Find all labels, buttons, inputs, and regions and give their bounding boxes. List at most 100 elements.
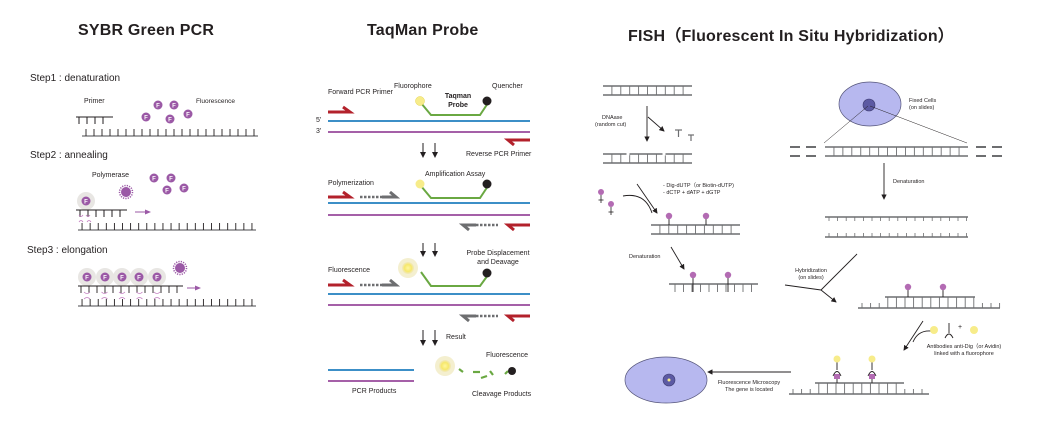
sybr-dye-intercalation [83,291,91,300]
fish-microscopy-line2: The gene is located [724,386,773,393]
antibody-icon [867,371,877,377]
fish-dig-line1: - Dig-dUTP（or Biotin-dUTP) [663,183,734,189]
fluor-glyph: F [155,275,159,281]
fish-denature-arrow-left [670,246,685,270]
taqman-probe [420,102,489,116]
extension-arrowhead [382,190,401,199]
fluorophore-icon [439,360,451,372]
sybr-dye-intercalation [118,291,126,300]
cleavage-fragments [458,368,509,380]
taqman-fluorescence-result-label: Fluorescence [486,352,529,359]
fluor-glyph: F [169,176,173,182]
fish-hybridization-label: Hybridization (on slides) [788,268,834,282]
taqman-displacement-label: Probe Displacement and Deavage [462,250,534,268]
fish-incorporation-curve [622,194,653,214]
taqman-probe [420,271,489,287]
fish-hybridization-line2: (on slides) [798,274,824,281]
fish-gene-signal [667,378,671,382]
fish-fixed-cells-line2: (on slides) [909,104,935,111]
reverse-primer-arrow [503,138,530,147]
dig-label-icon [904,283,912,291]
fluorophore-icon [833,355,841,363]
fish-antibody-curve [912,330,932,343]
extension-arrowhead [382,278,401,287]
dig-label-icon [869,374,875,379]
fish-labeled-ssdna-probe [669,271,758,292]
fluor-dye-icon [149,173,159,183]
reverse-primer-arrow [503,314,530,323]
fish-target-ssdna [825,216,968,238]
fish-antibodies-label: Antibodies anti-Dig（or Avidin) linked wi… [914,344,1014,358]
fish-dsdna-probe-source [603,85,692,96]
sybr-polymerase-icon-3 [172,260,188,276]
taqman-result-label: Result [446,334,466,341]
fluorophore-icon [868,355,876,363]
sybr-dye-intercalation [78,214,92,223]
fish-incorporation-arrow [636,183,658,214]
fluor-glyph: F [120,275,124,281]
fluor-glyph: F [137,275,141,281]
taqman-probe [420,185,489,199]
sybr-elongated-strand [78,285,183,300]
taqman-stage1 [328,96,530,158]
taqman-stage2 [328,179,530,257]
quencher-icon [482,179,492,189]
quencher-icon [482,96,492,106]
taqman-stage3 [328,258,530,346]
fish-nucleus [862,98,876,112]
fish-denaturation-right-label: Denaturation [893,179,925,185]
fish-antibodies-line1: Antibodies anti-Dig（or Avidin) [926,344,1002,350]
fish-zoom-line [823,105,869,144]
fluor-glyph: F [186,112,190,118]
sybr-primer-strand-2 [76,209,127,217]
fluor-dye-icon [165,114,175,124]
sybr-fluorescence-label: Fluorescence [196,98,236,105]
fluor-glyph: F [103,275,107,281]
dig-label-icon [702,212,710,220]
fluor-glyph: F [182,186,186,192]
fish-microscopy-line1: Fluorescence Microscopy [717,380,781,386]
fish-dnase-line2: (random cut) [595,121,627,128]
fluor-dye-icon [82,272,92,282]
fluor-glyph: F [168,117,172,123]
fluor-dye-icon [134,272,144,282]
fish-fixed-cells-line1: Fixed Cells [909,98,937,104]
fish-hybridization-line1: Hybridization [795,268,827,274]
fish-dnase-label: DNAase (random cut) [595,115,626,129]
fish-fluorophore-icon [970,326,978,334]
fish-denaturation-left-label: Denaturation [629,254,661,260]
dig-label-icon [939,283,947,291]
fluorophore-icon [402,262,414,274]
fish-zoom-line [869,105,968,144]
taqman-forward-primer-label: Forward PCR Primer [328,89,393,96]
fluor-dye-icon [117,272,127,282]
sybr-polymerase-label: Polymerase [92,172,129,179]
fish-antibody-icon [944,323,954,339]
taqman-reverse-primer-label: Reverse PCR Primer [466,151,532,158]
extension-arrowhead [458,314,476,323]
fish-panel-title: FISH（Fluorescent In Situ Hybridization） [628,28,955,45]
taqman-cleavage-products-label: Cleavage Products [472,391,532,398]
fish-labeled-nucleotides [598,189,614,215]
taqman-five-prime-label: 5' [316,117,322,124]
fish-dig-line2: - dCTP + dATP + dGTP [663,189,721,196]
fluor-glyph: F [84,200,88,206]
nick [626,152,630,156]
fish-cut-fragments [675,129,694,141]
fish-microscopy-label: Fluorescence Microscopy The gene is loca… [712,380,786,394]
fish-fluorophore-icon [930,326,938,334]
fluor-dye-icon [153,100,163,110]
fish-merge-line [820,253,858,291]
fluor-glyph: F [165,188,169,194]
quencher-icon [482,268,492,278]
fish-dig-label: - Dig-dUTP（or Biotin-dUTP) - dCTP + dATP… [663,183,734,197]
fish-cut-arrow [647,116,665,132]
fluor-dye-icon [179,183,189,193]
fish-dnase-line1: DNAase [602,115,623,121]
reverse-primer-arrow [503,223,530,232]
sybr-step2-label: Step2 : annealing [30,150,108,161]
